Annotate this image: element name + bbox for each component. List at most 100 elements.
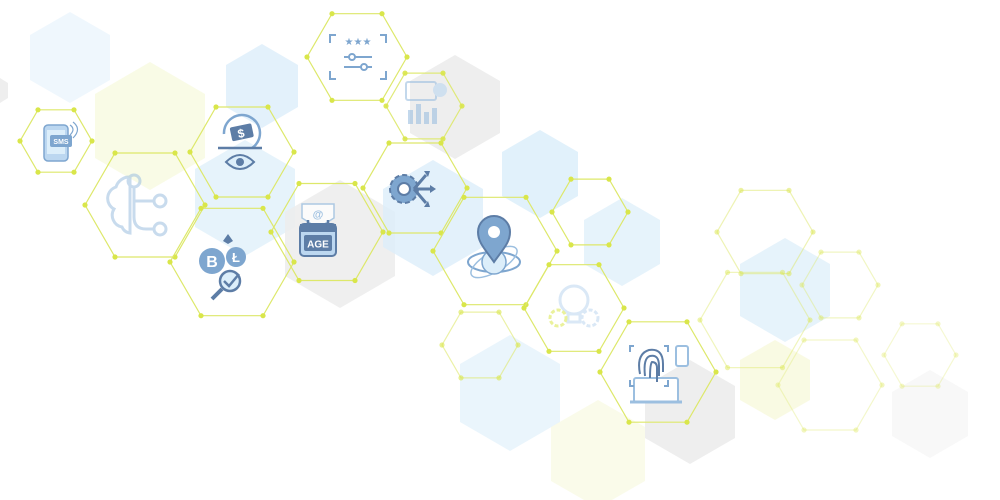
rating-filter-icon: ★★★	[329, 34, 387, 80]
hex-vertex-dot	[187, 149, 193, 155]
hex-vertex-dot	[386, 140, 392, 146]
bg-hex	[95, 62, 205, 190]
hex-vertex-dot	[807, 317, 813, 323]
hex-vertex-dot	[568, 176, 574, 182]
hex-vertex-dot	[818, 315, 824, 321]
hex-vertex-dot	[461, 302, 467, 308]
hex-vertex-dot	[810, 229, 816, 235]
background-hexagons	[0, 12, 968, 500]
hex-vertex-dot	[738, 271, 744, 277]
hex-vertex-dot	[202, 202, 208, 208]
bg-hex	[30, 12, 110, 103]
fingerprint-devices-icon	[629, 345, 689, 404]
sms-phone-icon: SMS	[43, 121, 79, 162]
bg-hex	[740, 238, 830, 342]
hex-vertex-dot	[379, 11, 385, 17]
hex-vertex-dot	[853, 427, 859, 433]
hex-vertex-dot	[360, 185, 366, 191]
hex-vertex-dot	[779, 269, 786, 275]
hex-vertex-dot	[112, 150, 118, 156]
hex-vertex-dot	[606, 176, 612, 182]
bg-hex	[551, 400, 645, 500]
hex-vertex-dot	[626, 319, 632, 325]
hex-vertex-dot	[213, 104, 219, 110]
hex-vertex-dot	[35, 107, 41, 113]
hex-vertex-dot	[801, 427, 807, 433]
hex-vertex-dot	[626, 419, 632, 425]
hex-vertex-dot	[881, 352, 887, 358]
hex-vertex-dot	[935, 383, 941, 389]
hex-vertex-dot	[856, 249, 862, 255]
hex-vertex-dot	[724, 365, 731, 371]
outline-hex	[801, 251, 879, 319]
hex-vertex-dot	[738, 187, 744, 193]
hex-vertex-dot	[786, 187, 792, 193]
hex-vertex-dot	[779, 365, 786, 371]
bg-hex	[584, 198, 660, 286]
hex-vertex-dot	[430, 248, 436, 254]
hex-vertex-dot	[213, 194, 219, 200]
hex-vertex-dot	[875, 282, 881, 288]
svg-text:$: $	[236, 126, 246, 141]
hex-vertex-dot	[521, 305, 527, 311]
hex-vertex-dot	[801, 337, 807, 343]
hex-vertex-dot	[523, 194, 529, 200]
hex-vertex-dot	[684, 319, 690, 325]
hex-vertex-dot	[296, 180, 302, 187]
location-globe-icon	[467, 215, 521, 279]
age-label: AGE	[307, 240, 329, 251]
hex-vertex-dot	[935, 321, 941, 327]
hex-vertex-dot	[496, 375, 502, 381]
hex-vertex-dot	[458, 309, 464, 315]
hex-vertex-dot	[459, 103, 465, 109]
hex-vertex-dot	[597, 369, 603, 375]
hex-vertex-dot	[596, 348, 602, 354]
hex-vertex-dot	[268, 229, 274, 235]
hex-vertex-dot	[402, 136, 408, 142]
hex-vertex-dot	[260, 313, 266, 319]
icons-layer: SMS ★★★	[43, 34, 689, 404]
hex-vertex-dot	[515, 342, 521, 348]
hex-vertex-dot	[291, 259, 297, 265]
hex-vertex-dot	[621, 305, 627, 311]
hex-vertex-dot	[546, 348, 552, 354]
hex-vertex-dot	[596, 262, 602, 268]
outlined-hexagons	[17, 11, 959, 433]
money-eye-icon: $	[218, 113, 262, 170]
hex-vertex-dot	[568, 242, 574, 248]
hex-vertex-dot	[899, 321, 905, 327]
hex-vertex-dot	[198, 205, 204, 211]
hex-vertex-dot	[265, 194, 271, 200]
hex-vertex-dot	[386, 230, 392, 236]
hex-vertex-dot	[440, 136, 446, 142]
hex-vertex-dot	[724, 269, 731, 275]
hex-vertex-dot	[260, 205, 266, 211]
hex-vertex-dot	[380, 229, 386, 235]
bg-hex	[195, 140, 295, 256]
bitcoin-symbol: B	[206, 254, 218, 271]
hex-vertex-dot	[818, 249, 824, 255]
hex-vertex-dot	[383, 103, 389, 109]
hex-vertex-dot	[440, 70, 446, 76]
hex-vertex-dot	[786, 271, 792, 277]
hex-vertex-dot	[379, 97, 385, 103]
hex-vertex-dot	[291, 149, 297, 155]
hex-vertex-dot	[856, 315, 862, 321]
hex-vertex-dot	[496, 309, 502, 315]
bg-hex	[0, 78, 8, 103]
svg-text:★★★: ★★★	[345, 37, 372, 48]
outline-hex	[699, 271, 811, 369]
hex-vertex-dot	[82, 202, 88, 208]
litecoin-symbol: Ł	[232, 250, 240, 265]
hex-vertex-dot	[464, 185, 470, 191]
brain-network-icon	[106, 173, 168, 237]
hex-vertex-dot	[697, 317, 703, 323]
hex-vertex-dot	[606, 242, 612, 248]
lightbulb-gear-icon	[548, 284, 600, 328]
hex-vertex-dot	[112, 254, 118, 260]
email-at-symbol: @	[313, 209, 324, 221]
bg-hex	[460, 335, 560, 451]
hex-vertex-dot	[329, 97, 335, 103]
hex-vertex-dot	[172, 150, 178, 156]
